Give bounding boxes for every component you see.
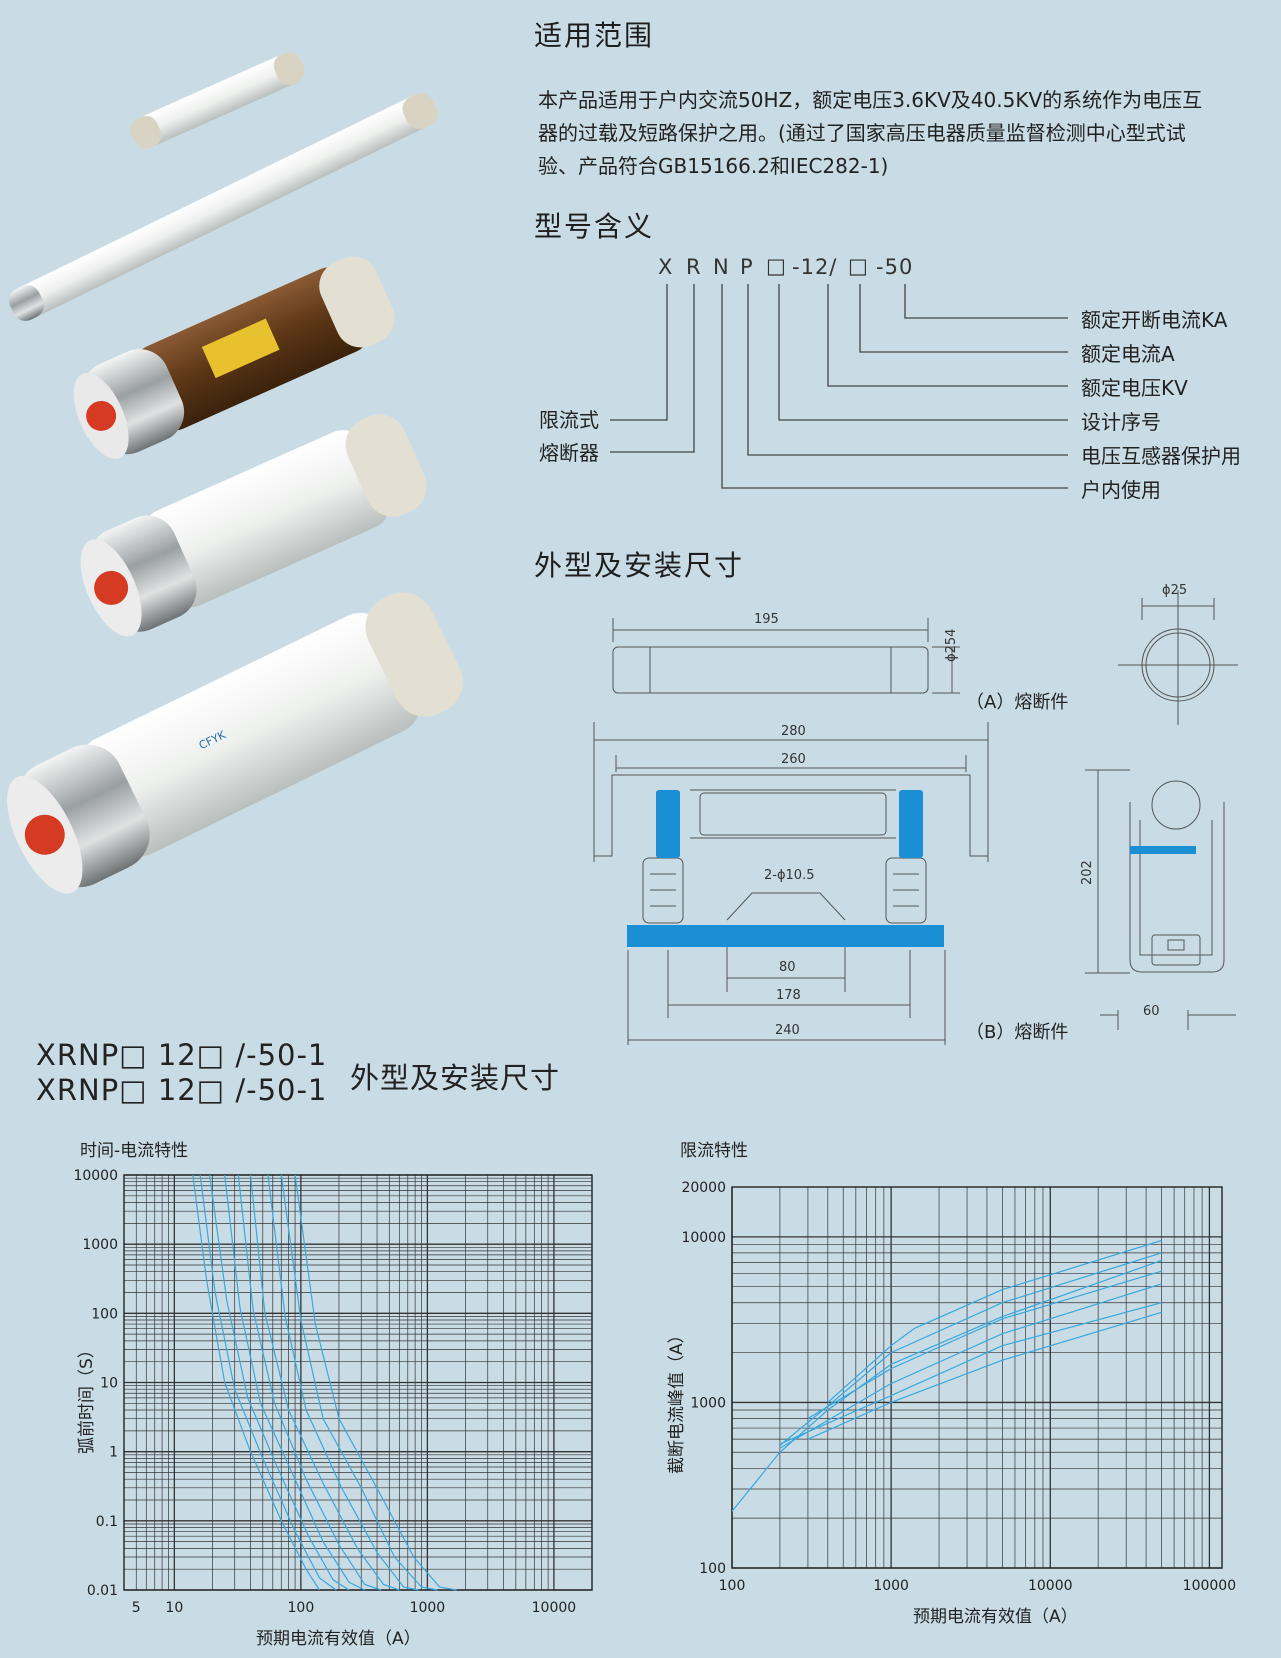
brown-fuse-image <box>73 256 395 459</box>
model-code-box1: □ <box>766 254 787 278</box>
chart1-xlabel: 预期电流有效值（A） <box>256 1629 421 1649</box>
chart1-series-line-6 <box>249 1174 400 1591</box>
chart2-series-line-4 <box>807 1270 1162 1420</box>
chart2-ylabel: 截断电流峰值（A） <box>667 1326 687 1474</box>
section2-model-line-1: XRNP□ 12□ /-50-1 <box>36 1038 328 1072</box>
chart1-y-tick-label: 10 <box>100 1376 118 1392</box>
chart2-x-tick-label: 100 <box>719 1578 746 1594</box>
chart1-grid <box>123 1174 593 1591</box>
model-code-voltage: -12/ <box>792 255 838 279</box>
model-code-x: X <box>658 255 674 279</box>
dim-b-260: 260 <box>781 752 806 767</box>
chart1-x-tick-label: 1000 <box>410 1600 446 1616</box>
dim-b-280: 280 <box>781 724 806 739</box>
product-photos: CFYK <box>7 51 463 894</box>
model-code-p: P <box>740 255 754 279</box>
chart1-series-line-5 <box>237 1174 382 1591</box>
chart2-x-tick-label: 100000 <box>1183 1578 1236 1594</box>
dimensions-heading: 外型及安装尺寸 <box>534 549 745 582</box>
section2-title: 外型及安装尺寸 <box>350 1061 561 1095</box>
dim-b-240: 240 <box>775 1023 800 1038</box>
chart2-frame <box>731 1186 1223 1569</box>
dim-b-80: 80 <box>779 960 796 975</box>
chart1-series-line-7 <box>267 1174 419 1591</box>
model-leader-lines <box>610 284 1068 489</box>
chart1-x-tick-label: 5 <box>132 1600 141 1616</box>
white-fuse-image-2: CFYK <box>7 592 463 894</box>
chart2-y-tick-label: 10000 <box>681 1230 726 1246</box>
chart1-y-tick-label: 0.1 <box>96 1514 118 1530</box>
long-fuse-tube-image <box>8 93 438 321</box>
small-fuse-tube-image <box>130 51 305 149</box>
scope-heading: 适用范围 <box>534 19 655 52</box>
dim-a-diameter: ϕ254 <box>944 628 959 662</box>
chart1-frame <box>123 1174 593 1591</box>
model-code-n: N <box>713 255 730 279</box>
chart1-title: 时间-电流特性 <box>80 1141 189 1161</box>
chart2-series-line-1 <box>731 1259 1162 1512</box>
dim-b-178: 178 <box>776 988 801 1003</box>
scope-line-2: 器的过载及短路保护之用。(通过了国家高压电器质量监督检测中心型式试 <box>538 121 1186 145</box>
model-left-label-fuse: 熔断器 <box>539 441 599 465</box>
chart2-xlabel: 预期电流有效值（A） <box>913 1607 1078 1627</box>
chart1-x-tick-label: 100 <box>288 1600 315 1616</box>
chart2-x-tick-label: 10000 <box>1028 1578 1073 1594</box>
caption-fuse-b: （B）熔断件 <box>966 1022 1069 1043</box>
model-right-label-rated-current: 额定电流A <box>1081 342 1175 366</box>
dim-b-60: 60 <box>1143 1004 1160 1019</box>
model-right-label-pt-protection: 电压互感器保护用 <box>1081 444 1241 468</box>
chart1-series-line-4 <box>224 1174 366 1591</box>
chart2-title: 限流特性 <box>680 1141 748 1161</box>
dim-b-holes: 2-ϕ10.5 <box>764 868 815 883</box>
chart2-y-tick-label: 100 <box>699 1561 726 1577</box>
chart1-y-tick-label: 1000 <box>82 1237 118 1253</box>
chart2-y-tick-label: 20000 <box>681 1180 726 1196</box>
chart1-y-tick-label: 0.01 <box>87 1583 118 1599</box>
chart2-series-line-2 <box>779 1252 1162 1446</box>
model-code-breaking: -50 <box>876 255 914 279</box>
chart1-series-line-1 <box>192 1174 320 1591</box>
scope-line-1: 本产品适用于户内交流50HZ，额定电压3.6KV及40.5KV的系统作为电压互 <box>538 88 1203 112</box>
chart1-y-tick-label: 100 <box>91 1306 118 1322</box>
model-code-r: R <box>686 255 702 279</box>
chart1-series-line-9 <box>294 1174 457 1591</box>
chart1-y-tick-label: 1 <box>109 1445 118 1461</box>
model-right-label-rated-voltage: 额定电压KV <box>1081 376 1188 400</box>
dim-a-end-diameter: ϕ25 <box>1162 583 1188 598</box>
scope-line-3: 验、产品符合GB15166.2和IEC282-1) <box>538 154 889 178</box>
white-fuse-image-1 <box>80 414 427 637</box>
chart1-y-tick-label: 10000 <box>73 1168 118 1184</box>
caption-fuse-a: （A）熔断件 <box>966 692 1069 713</box>
chart1-series-line-2 <box>199 1174 337 1591</box>
model-code-box2: □ <box>848 254 869 278</box>
fuse-dimension-drawings <box>593 590 1238 1045</box>
section2-model-line-2: XRNP□ 12□ /-50-1 <box>36 1073 328 1107</box>
chart1-x-tick-label: 10 <box>165 1600 183 1616</box>
chart2-y-tick-label: 1000 <box>690 1395 726 1411</box>
model-right-label-indoor-use: 户内使用 <box>1081 478 1161 502</box>
time-current-chart: 5 10 100 1000 10000 10000 1000 100 10 1 0.1 0.01 <box>73 1168 593 1616</box>
chart2-series-line-7 <box>807 1311 1162 1440</box>
model-right-label-breaking-current: 额定开断电流KA <box>1081 308 1228 332</box>
chart2-x-tick-label: 1000 <box>873 1578 909 1594</box>
dim-a-length: 195 <box>754 612 779 627</box>
chart1-series-line-3 <box>209 1174 350 1591</box>
chart1-ylabel: 弧前时间（S） <box>77 1341 97 1454</box>
chart2-series-line-6 <box>779 1302 1162 1445</box>
chart2-series-line-3 <box>827 1239 1162 1403</box>
model-right-label-design-number: 设计序号 <box>1081 410 1161 434</box>
chart1-x-tick-label: 10000 <box>532 1600 577 1616</box>
chart2-series-line-5 <box>779 1283 1162 1449</box>
dim-b-202: 202 <box>1080 860 1095 885</box>
model-left-label-current-limiting: 限流式 <box>539 408 599 432</box>
chart1-series-line-8 <box>280 1174 438 1591</box>
model-heading: 型号含义 <box>534 210 655 243</box>
current-limiting-chart: 100 1000 10000 100000 20000 10000 1000 100 <box>681 1180 1236 1594</box>
